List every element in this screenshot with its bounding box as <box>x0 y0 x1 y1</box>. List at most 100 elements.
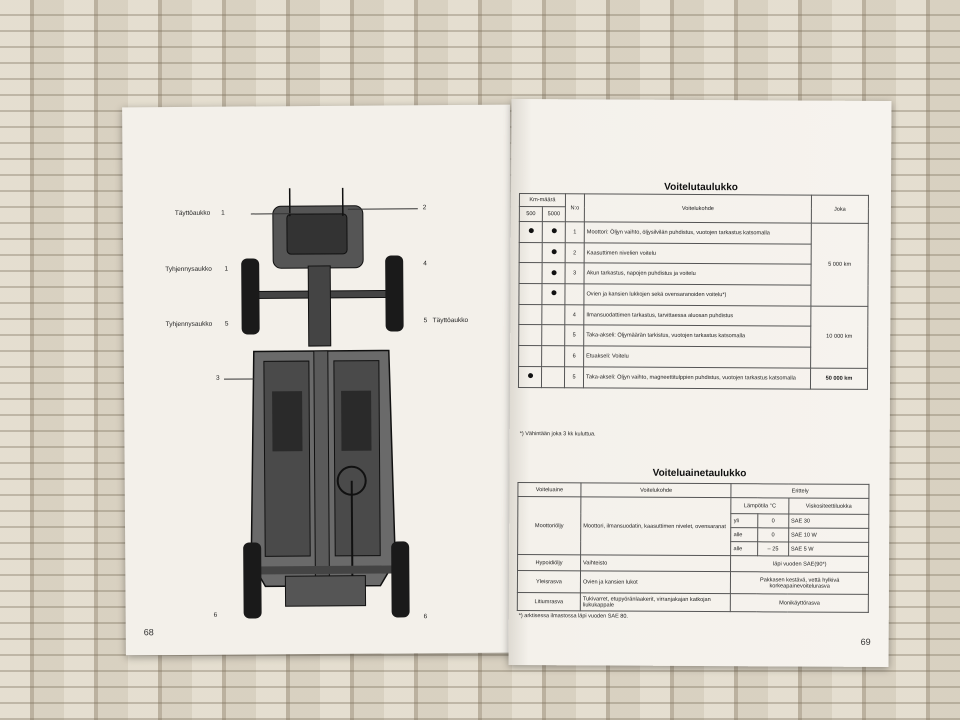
cell-5000 <box>541 283 566 305</box>
spec-cell: läpi vuoden SAE(90*) <box>730 555 869 573</box>
spec-cell: Monikäyttörasva <box>730 593 869 613</box>
cell-500 <box>518 345 542 367</box>
leader-line <box>223 378 254 380</box>
col-km-header: Km-määrä <box>519 193 566 207</box>
cell-kohde: Taka-akseli: Öljyn vaihto, magneettitulp… <box>583 366 811 389</box>
spec-cell: SAE 30 <box>788 513 869 529</box>
cell-no: 5 <box>564 325 584 347</box>
spec-cell: alle <box>731 541 758 556</box>
table2-footnote: *) arktisessa ilmastossa läpi vuoden SAE… <box>518 613 628 620</box>
cell-5000 <box>542 263 566 284</box>
spec-cell: 0 <box>757 513 789 528</box>
lubricant-target: Vaihteisto <box>580 554 732 572</box>
rear-axle <box>243 541 410 619</box>
cell-500 <box>518 366 542 388</box>
cell-500 <box>518 304 542 326</box>
label-6-right: 6 <box>423 613 428 621</box>
table1-footnote: *) Vähintään joka 3 kk kuluttua. <box>519 431 596 438</box>
temp-header: Lämpötila °C <box>731 497 789 514</box>
cell-no: 2 <box>565 242 585 264</box>
dot-icon <box>528 228 534 234</box>
cell-5000 <box>541 325 565 346</box>
cell-no: 4 <box>564 304 584 326</box>
lubricant-name: Moottoriöljy <box>517 496 581 555</box>
cell-5000 <box>542 221 566 243</box>
cell-500 <box>518 324 542 346</box>
dot-icon <box>550 290 556 296</box>
lubricant-target: Tukivarret, etupyöränlaakerit, virranjak… <box>580 592 731 612</box>
cell-no: 1 <box>565 221 585 243</box>
spec-cell: 0 <box>757 527 789 542</box>
cell-interval: 50 000 km <box>810 367 868 389</box>
lubricant-table: Voiteluaine Voitelukohde Erittely Mootto… <box>517 482 870 613</box>
cell-no: 3 <box>565 263 585 284</box>
cell-500 <box>518 283 543 305</box>
spec-cell: alle <box>731 527 758 542</box>
col-kohde2-header: Voitelukohde <box>580 482 732 498</box>
col-joka-header: Joka <box>811 195 869 224</box>
spec-cell: Pakkasen kestävä, vettä hylkivä korkeapa… <box>730 571 869 595</box>
lubrication-schedule-table: Km-määrä N:o Voitelukohde Joka 500 5000 … <box>518 193 869 389</box>
cell-kohde: Ovien ja kansien lukkojen sekä ovensaran… <box>583 283 812 306</box>
cell-interval: 5 000 km <box>810 223 869 307</box>
label-4: 4 <box>423 260 427 268</box>
label-6-left: 6 <box>213 611 218 619</box>
cell-no <box>564 283 585 305</box>
label-tyhjennysaukko-1: Tyhjennysaukko 1 <box>165 265 229 274</box>
page-number-left: 68 <box>143 627 154 638</box>
table2-title: Voiteluainetaulukko <box>652 467 747 480</box>
dot-icon <box>551 249 557 255</box>
cell-interval: 10 000 km <box>810 305 868 369</box>
label-tyhjennysaukko-5: Tyhjennysaukko 5 <box>165 320 229 329</box>
dot-icon <box>551 269 557 275</box>
viscosity-header: Viskositeettiluokka <box>788 497 869 515</box>
spec-cell: – 25 <box>757 541 789 556</box>
dot-icon <box>551 228 557 234</box>
front-left-wheel <box>241 258 260 335</box>
label-3: 3 <box>215 374 220 382</box>
cell-kohde: Etuakseli: Voitelu <box>583 346 811 368</box>
col-no-header: N:o <box>565 193 585 222</box>
cell-500 <box>519 221 543 243</box>
left-page: Täyttöaukko 1 2 Tyhjennysaukko 1 4 Tyhje… <box>122 104 514 656</box>
cell-kohde: Taka-akseli: Öljymäärän tarkistus, vuoto… <box>583 325 811 348</box>
cell-kohde: Akun tarkastus, napojen puhdistus ja voi… <box>584 263 812 286</box>
lubricant-target: Moottori, ilmansuodatin, kaasuttimen niv… <box>580 496 732 556</box>
cell-kohde: Ilmansuodattimen tarkastus, tarvittaessa… <box>583 304 811 327</box>
page-number-right: 69 <box>860 636 871 647</box>
cell-kohde: Kaasuttimen nivelien voitelu <box>584 242 812 265</box>
front-right-wheel <box>385 255 404 332</box>
col-erittely-header: Erittely <box>731 483 869 499</box>
spec-cell: SAE 5 W <box>788 541 869 557</box>
label-tayttoaukko-1: Täyttöaukko 1 <box>174 209 225 217</box>
cell-5000 <box>541 345 565 367</box>
label-2: 2 <box>422 204 427 212</box>
col-kohde-header: Voitelukohde <box>584 193 812 224</box>
cell-no: 6 <box>564 345 584 367</box>
cell-kohde: Moottori: Öljyn vaihto, öljysilvilän puh… <box>584 221 812 244</box>
label-tayttoaukko-5: 5 Täyttöaukko <box>423 316 469 325</box>
lubricant-name: Litiumrasva <box>517 592 581 611</box>
col-5000-header: 5000 <box>542 206 566 222</box>
spec-cell: SAE 10 W <box>788 527 869 543</box>
body-floor <box>250 349 397 592</box>
col-aine-header: Voiteluaine <box>517 482 581 497</box>
lubricant-target: Ovien ja kansien lukot <box>580 570 731 594</box>
lubricant-name: Yleisrasva <box>517 570 581 593</box>
lubricant-name: Hypoidiöljy <box>517 554 581 571</box>
chassis-illustration <box>241 187 410 619</box>
cell-no: 5 <box>564 366 584 388</box>
spec-cell: yli <box>731 513 758 528</box>
col-500-header: 500 <box>519 206 543 222</box>
cell-500 <box>519 262 543 284</box>
dot-icon <box>527 373 533 379</box>
cell-5000 <box>542 242 566 264</box>
front-axle <box>242 205 394 347</box>
cell-5000 <box>541 304 565 326</box>
right-page: Voitelutaulukko Km-määrä N:o Voitelukohd… <box>508 99 892 667</box>
table1-title: Voitelutaulukko <box>664 181 738 194</box>
cell-500 <box>519 242 543 264</box>
